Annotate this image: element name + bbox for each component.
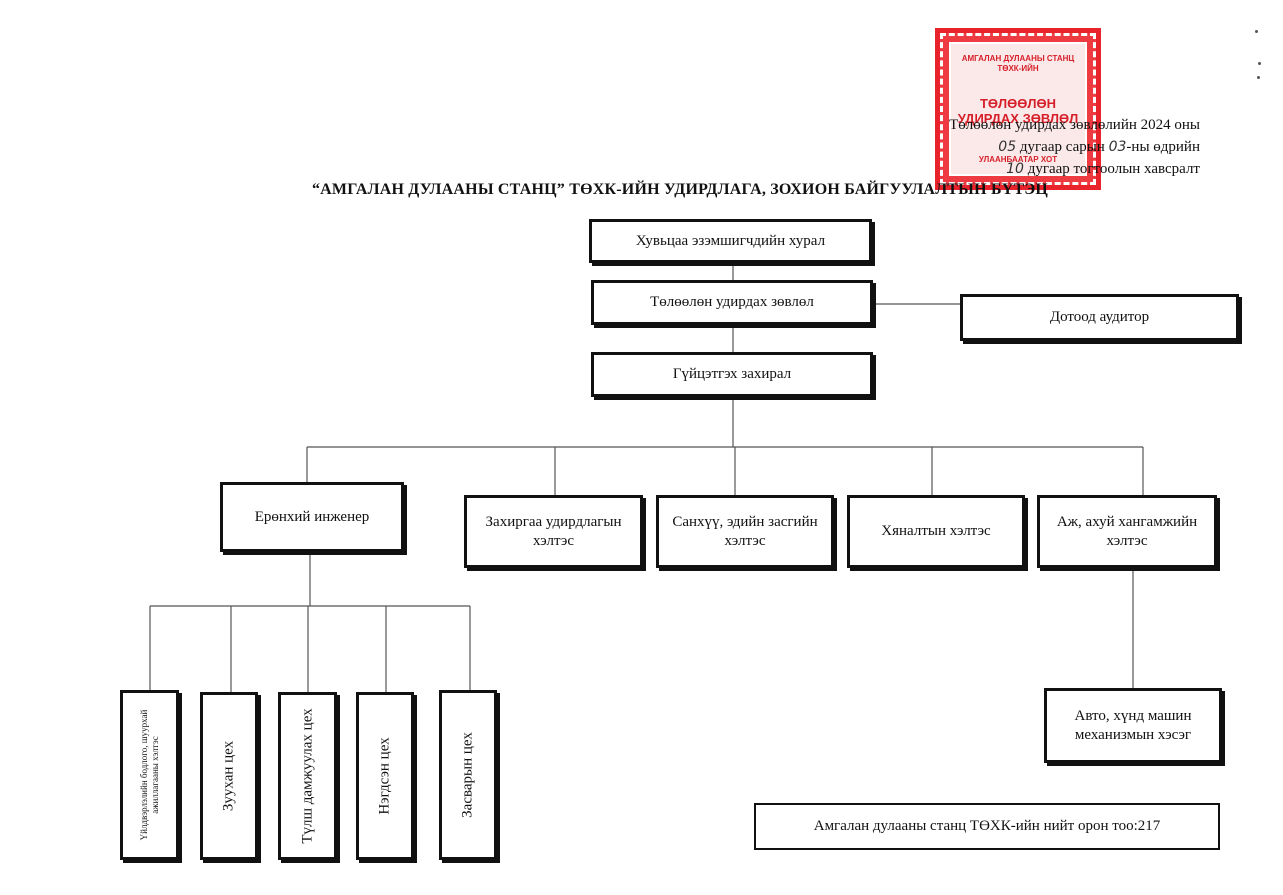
node-auditor-label: Дотоод аудитор — [1049, 309, 1150, 325]
node-control-label: Хяналтын хэлтэс — [881, 523, 991, 539]
node-turbine-workshop: Нэгдсэн цех — [356, 692, 414, 860]
node-auto-machinery-unit: Авто, хүнд машин механизмын хэсэг — [1044, 688, 1222, 763]
stamp-body: АМГАЛАН ДУЛААНЫ СТАНЦ ТӨХК-ИЙН ТӨЛӨӨЛӨН … — [949, 42, 1087, 176]
official-stamp: АМГАЛАН ДУЛААНЫ СТАНЦ ТӨХК-ИЙН ТӨЛӨӨЛӨН … — [935, 28, 1101, 190]
scan-speck — [1255, 30, 1258, 33]
node-finance-department: Санхүү, эдийн засгийн хэлтэс — [656, 495, 834, 568]
node-fuel-label: Түлш дамжуулах цех — [299, 708, 315, 844]
approval-line-1: Төлөөлөн удирдах зөвлөлийн 2024 оны — [949, 117, 1200, 133]
approval-number-handwritten: 10 — [1006, 161, 1024, 177]
total-staff-box: Амгалан дулааны станц ТӨХК-ийн нийт орон… — [754, 803, 1220, 850]
node-board-label: Төлөөлөн удирдах зөвлөл — [650, 294, 814, 310]
node-admin-label: Захиргаа удирдлагын хэлтэс — [485, 513, 622, 549]
page-title: “АМГАЛАН ДУЛААНЫ СТАНЦ” ТӨХК-ИЙН УДИРДЛА… — [311, 181, 1049, 198]
node-repair-workshop: Засварын цех — [439, 690, 497, 860]
stamp-border: АМГАЛАН ДУЛААНЫ СТАНЦ ТӨХК-ИЙН ТӨЛӨӨЛӨН … — [940, 33, 1096, 185]
node-internal-auditor: Дотоод аудитор — [960, 294, 1239, 341]
node-control-department: Хяналтын хэлтэс — [847, 495, 1025, 568]
node-board: Төлөөлөн удирдах зөвлөл — [591, 280, 873, 325]
node-turbine-label: Нэгдсэн цех — [376, 737, 393, 815]
node-supply-label: Аж, ахуй хангамжийн хэлтэс — [1056, 513, 1198, 549]
approval-line-3: 10 дугаар тогтоолын хавсралт — [880, 158, 1200, 180]
node-supply-department: Аж, ахуй хангамжийн хэлтэс — [1037, 495, 1217, 568]
node-boiler-workshop: Зуухан цех — [200, 692, 258, 860]
node-auto-label: Авто, хүнд машин механизмын хэсэг — [1074, 707, 1192, 743]
node-shareholders-label: Хувьцаа эзэмшигчдийн хурал — [635, 232, 826, 249]
node-production-label-line1: Үйлдвэрлэлийн бодлого, шуурхай — [138, 709, 149, 841]
total-staff-label: Амгалан дулааны станц ТӨХК-ийн нийт орон… — [813, 818, 1161, 834]
scan-speck — [1258, 62, 1261, 65]
node-shareholders-meeting: Хувьцаа эзэмшигчдийн хурал — [589, 219, 872, 263]
node-director-label: Гүйцэтгэх захирал — [672, 366, 792, 382]
approval-month-handwritten: 05 — [998, 139, 1017, 155]
approval-month-label: дугаар сарын — [1019, 139, 1105, 155]
node-chief-engineer-label: Ерөнхий инженер — [254, 508, 370, 525]
node-fuel-workshop: Түлш дамжуулах цех — [278, 692, 337, 860]
node-repair-label: Засварын цех — [459, 732, 476, 818]
approval-note: Төлөөлөн удирдах зөвлөлийн 2024 оны 05 д… — [880, 114, 1200, 180]
node-chief-engineer: Ерөнхий инженер — [220, 482, 404, 552]
approval-number-label: дугаар тогтоолын хавсралт — [1027, 161, 1200, 177]
approval-line-2: 05 дугаар сарын 03-ны өдрийн — [880, 136, 1200, 158]
approval-day-handwritten: 03 — [1108, 139, 1127, 155]
node-admin-department: Захиргаа удирдлагын хэлтэс — [464, 495, 643, 568]
stamp-text-top: АМГАЛАН ДУЛААНЫ СТАНЦ ТӨХК-ИЙН — [961, 54, 1075, 73]
approval-day-label: -ны өдрийн — [1126, 139, 1200, 155]
node-boiler-label: Зуухан цех — [220, 740, 237, 812]
stamp-text-bottom: УЛААНБААТАР ХОТ — [978, 155, 1058, 164]
node-executive-director: Гүйцэтгэх захирал — [591, 352, 873, 397]
node-production-label: Үйлдвэрлэлийн бодлого, шуурхай ажиллагаа… — [139, 710, 161, 841]
scan-speck — [1257, 76, 1260, 79]
node-finance-label: Санхүү, эдийн засгийн хэлтэс — [672, 513, 818, 549]
node-production-label-line2: ажиллагааны хэлтэс — [149, 736, 160, 814]
node-production-department: Үйлдвэрлэлийн бодлого, шуурхай ажиллагаа… — [120, 690, 179, 860]
stamp-text-mid: ТӨЛӨӨЛӨН УДИРДАХ ЗӨВЛӨЛ — [957, 96, 1079, 126]
